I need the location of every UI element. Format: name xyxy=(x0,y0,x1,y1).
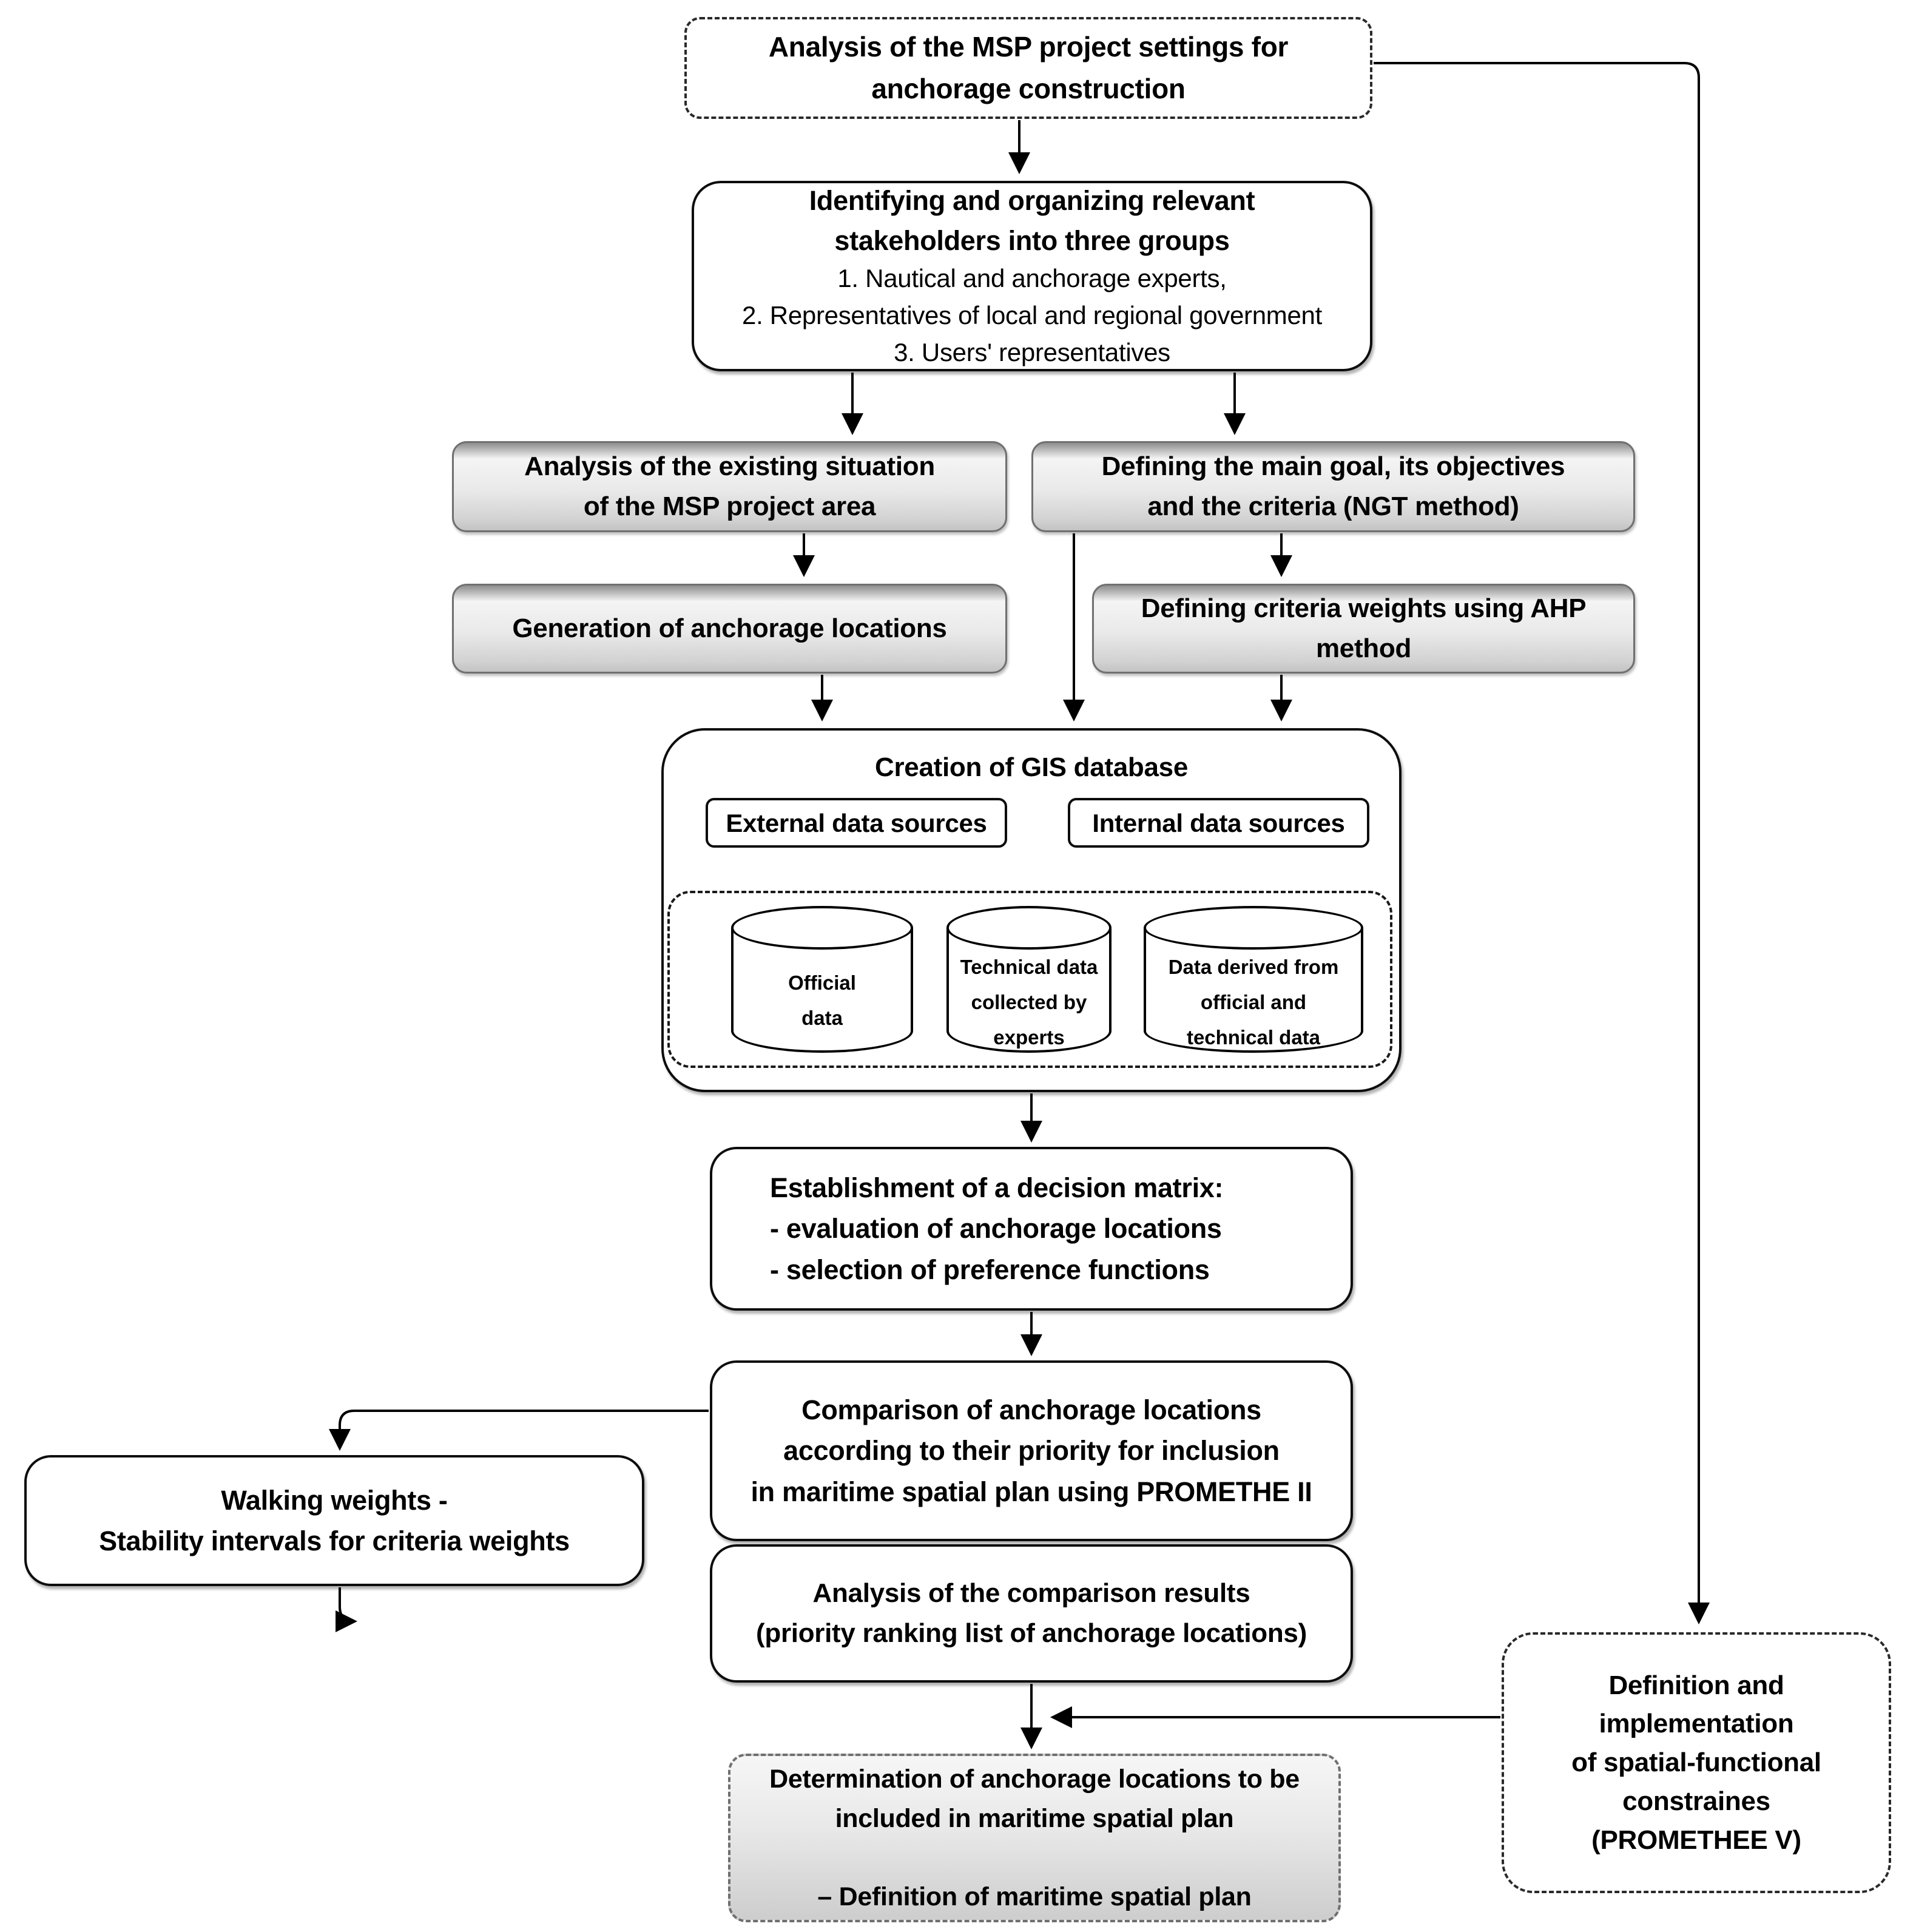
node-existing-situation-label: Analysis of the existing situation of th… xyxy=(524,451,935,521)
cylinder-technical-data-label: Technical data collected by experts xyxy=(960,956,1098,1049)
node-walking-weights: Walking weights - Stability intervals fo… xyxy=(24,1455,644,1586)
node-determination-final: Determination of anchorage locations to … xyxy=(728,1754,1341,1922)
node-stakeholders-groups: 1. Nautical and anchorage experts, 2. Re… xyxy=(742,263,1322,366)
arrow-msp-to-promethee xyxy=(1374,62,1710,1625)
node-spatial-constraints-promethee5-label: Definition and implementation of spatial… xyxy=(1571,1670,1821,1855)
node-generation-locations-label: Generation of anchorage locations xyxy=(512,613,947,643)
arrow-comparison-to-walking xyxy=(329,1410,709,1451)
node-gis-database-title: Creation of GIS database xyxy=(874,752,1189,782)
node-msp-project-settings: Analysis of the MSP project settings for… xyxy=(684,17,1372,119)
node-external-data-sources-label: External data sources xyxy=(726,808,987,837)
node-comparison-results: Analysis of the comparison results (prio… xyxy=(710,1544,1353,1683)
cylinder-official-data-label: Official data xyxy=(788,971,856,1029)
node-criteria-weights-ahp: Defining criteria weights using AHP meth… xyxy=(1092,584,1635,674)
cylinder-derived-data-label: Data derived from official and technical… xyxy=(1168,956,1339,1049)
node-determination-final-label: Determination of anchorage locations to … xyxy=(769,1765,1300,1911)
node-generation-locations: Generation of anchorage locations xyxy=(452,584,1007,674)
node-comparison-results-label: Analysis of the comparison results (prio… xyxy=(756,1578,1307,1648)
node-comparison-promethee2: Comparison of anchorage locations accord… xyxy=(710,1360,1353,1541)
node-internal-data-sources: Internal data sources xyxy=(1068,798,1369,848)
cylinder-official-data-top xyxy=(731,906,913,950)
node-spatial-constraints-promethee5: Definition and implementation of spatial… xyxy=(1502,1632,1891,1893)
node-main-goal-ngt-label: Defining the main goal, its objectives a… xyxy=(1101,451,1565,521)
node-internal-data-sources-label: Internal data sources xyxy=(1092,808,1345,837)
node-stakeholders-title: Identifying and organizing relevant stak… xyxy=(809,185,1255,256)
node-decision-matrix: Establishment of a decision matrix: - ev… xyxy=(710,1147,1353,1311)
node-comparison-promethee2-label: Comparison of anchorage locations accord… xyxy=(751,1394,1312,1507)
node-criteria-weights-ahp-label: Defining criteria weights using AHP meth… xyxy=(1141,593,1587,663)
cylinder-derived-data-top xyxy=(1144,906,1363,950)
cylinder-official-data: Official data xyxy=(731,906,913,1053)
node-walking-weights-label: Walking weights - Stability intervals fo… xyxy=(99,1484,570,1557)
cylinder-derived-data: Data derived from official and technical… xyxy=(1144,906,1363,1053)
node-stakeholders: Identifying and organizing relevant stak… xyxy=(692,181,1372,371)
cylinder-technical-data: Technical data collected by experts xyxy=(946,906,1111,1053)
cylinder-technical-data-top xyxy=(946,906,1111,950)
node-external-data-sources: External data sources xyxy=(706,798,1007,848)
arrow-walking-to-analysis xyxy=(336,1587,358,1632)
node-main-goal-ngt: Defining the main goal, its objectives a… xyxy=(1031,441,1635,532)
node-msp-project-settings-label: Analysis of the MSP project settings for… xyxy=(768,31,1289,104)
node-decision-matrix-label: Establishment of a decision matrix: - ev… xyxy=(770,1172,1224,1285)
node-existing-situation: Analysis of the existing situation of th… xyxy=(452,441,1007,532)
